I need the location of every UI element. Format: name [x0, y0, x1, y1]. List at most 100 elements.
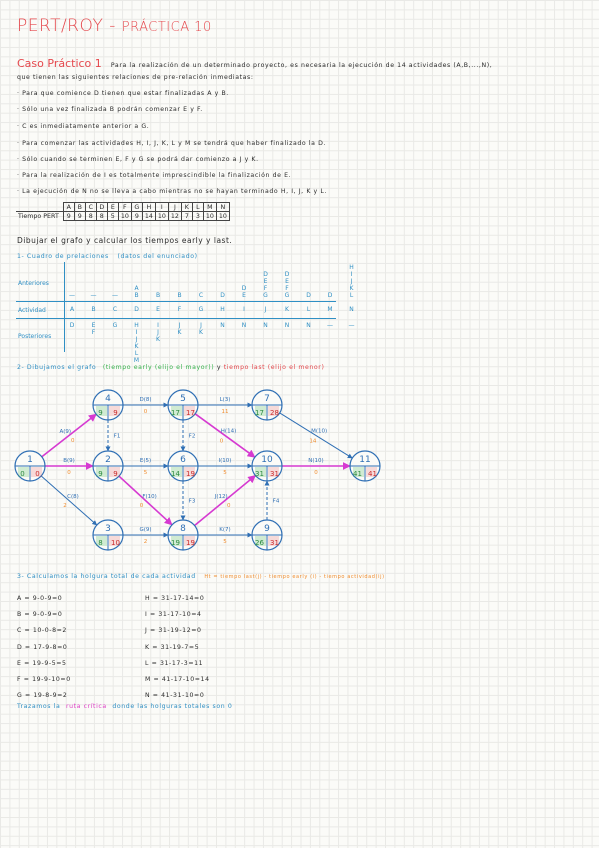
edge-slack: 0	[144, 409, 148, 415]
actividad-h: H	[220, 306, 225, 313]
node-early: 41	[353, 470, 362, 478]
title-practica: PRÁCTICA 10	[121, 20, 212, 35]
actividad-j: J	[264, 306, 267, 313]
node-early: 14	[171, 470, 180, 478]
pert-v: 10	[154, 211, 169, 221]
anteriores-l: D	[306, 292, 311, 299]
pert-v: 8	[95, 211, 108, 221]
slack-right-list: H = 31-17-14=0 I = 31-17-10=4 J = 31-19-…	[145, 591, 210, 704]
pert-v: 9	[130, 211, 143, 221]
node-id: 5	[180, 394, 186, 404]
pert-table: A B C D E F G H I J K L M N Tiempo PERT …	[16, 202, 230, 221]
rel-divider-top	[16, 301, 336, 302]
edge-label: G(9)	[139, 527, 151, 533]
pert-v: 10	[215, 211, 230, 221]
node-last: 17	[186, 409, 195, 417]
pert-corner	[16, 202, 64, 212]
posteriores-j: N	[263, 322, 268, 329]
pert-header-row: A B C D E F G H I J K L M N	[16, 202, 230, 212]
pert-v: 9	[73, 211, 86, 221]
node-early: 17	[255, 409, 264, 417]
anteriores-g: C	[198, 292, 204, 299]
edge-label: M(10)	[311, 428, 327, 434]
bullet-6: · Para la realización de I es totalmente…	[17, 172, 292, 179]
anteriores-h: D	[220, 292, 225, 299]
node-11: 11 41 41	[349, 450, 381, 482]
caso-intro-2: que tienen las siguientes relaciones de …	[17, 74, 254, 81]
pert-v: 8	[84, 211, 97, 221]
node-id: 8	[180, 524, 186, 534]
caso-label: Caso Práctico 1	[17, 57, 102, 70]
slack-e: E = 19-9-5=5	[17, 659, 67, 667]
posteriores-a: D	[69, 322, 75, 329]
actividad-a: A	[69, 306, 75, 313]
slack-j: J = 31-19-12=0	[145, 627, 202, 635]
pert-v: 3	[191, 211, 204, 221]
posteriores-i: N	[241, 322, 247, 329]
slack-m: M = 41-17-10=14	[145, 676, 210, 684]
edge-label: J(12)	[214, 494, 228, 500]
node-id: 7	[264, 394, 270, 404]
pert-values-row: Tiempo PERT 9 9 8 8 5 10 9 14 10 12 7 3 …	[16, 211, 230, 221]
actividad-m: M	[327, 306, 333, 313]
node-id: 6	[180, 455, 186, 465]
slack-h: H = 31-17-14=0	[145, 595, 205, 602]
edge-a	[41, 413, 97, 458]
node-last: 0	[35, 470, 39, 478]
anteriores-f: B	[177, 292, 182, 299]
pert-row-label: Tiempo PERT	[16, 211, 64, 221]
bullet-3: · C es inmediatamente anterior a G.	[17, 123, 150, 130]
actividad-k: K	[285, 306, 289, 313]
edge-slack: 14	[309, 439, 316, 445]
dummy-label: F3	[189, 499, 196, 505]
edge-slack: 0	[67, 470, 71, 476]
edge-label: H(14)	[221, 429, 236, 435]
dummy-label: F4	[273, 499, 280, 505]
node-early: 26	[255, 539, 264, 547]
anteriores-b: —	[90, 292, 97, 299]
edge-slack: 0	[71, 438, 75, 444]
pert-v: 12	[167, 211, 182, 221]
pert-v: 9	[62, 211, 75, 221]
node-last: 10	[111, 539, 120, 547]
pert-h: I	[154, 202, 169, 212]
node-id: 3	[105, 524, 111, 534]
bullet-1: · Para que comience D tienen que estar f…	[17, 90, 229, 97]
node-id: 11	[359, 455, 370, 465]
pert-v: 7	[180, 211, 193, 221]
bullet-7: · La ejecución de N no se lleva a cabo m…	[17, 188, 327, 195]
anteriores-e: B	[155, 292, 161, 299]
edge-label: B(9)	[63, 458, 75, 464]
posteriores-m: —	[327, 322, 333, 329]
conclusion: Trazamos la ruta crítica donde las holgu…	[17, 703, 233, 710]
node-id: 10	[261, 455, 273, 465]
edge-label: D(8)	[139, 397, 151, 403]
edge-slack: 11	[222, 409, 229, 415]
edge-slack: 0	[227, 503, 231, 509]
caso-intro-line: Caso Práctico 1 Para la realización de u…	[17, 52, 492, 71]
row-label-actividad: Actividad	[18, 307, 46, 314]
edge-f	[118, 475, 173, 526]
pert-v: 5	[106, 211, 119, 221]
slack-a: A = 9-0-9=0	[17, 595, 63, 602]
node-id: 1	[27, 455, 33, 465]
node-last: 41	[368, 470, 377, 478]
pert-v: 14	[141, 211, 156, 221]
pert-h: D	[95, 202, 108, 212]
actividad-i: I	[243, 306, 245, 313]
pert-h: C	[84, 202, 97, 212]
slack-left-list: A = 9-0-9=0 B = 9-0-9=0 C = 10-0-8=2 D =…	[17, 591, 71, 704]
edge-h	[194, 413, 256, 458]
edge-slack: 2	[144, 539, 148, 545]
posteriores-k: N	[284, 322, 290, 329]
